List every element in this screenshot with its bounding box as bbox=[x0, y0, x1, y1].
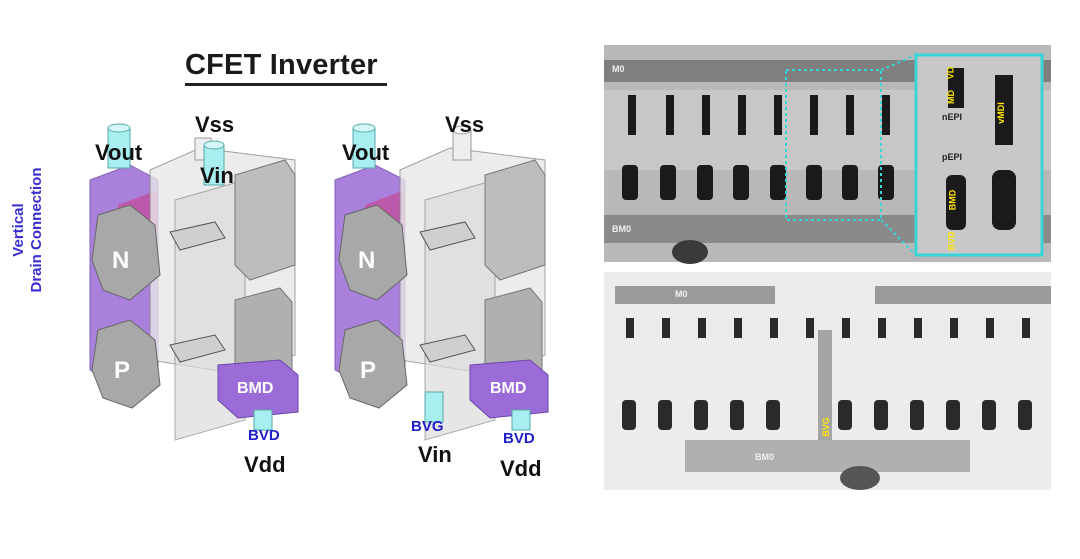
tem-top-vd-label: VD bbox=[945, 66, 956, 80]
left-n-device bbox=[91, 204, 161, 301]
right-back-block-top bbox=[484, 159, 546, 281]
right-p-device bbox=[338, 319, 408, 409]
left-bmd-block bbox=[217, 359, 299, 419]
left-nanosheet-top bbox=[169, 221, 226, 251]
right-bvg-label: BVG bbox=[411, 418, 444, 435]
right-bmd-block bbox=[469, 359, 549, 419]
tem-bottom-m0-left bbox=[615, 286, 775, 304]
tem-top-bm0-label: BM0 bbox=[612, 224, 632, 234]
tem-top-m0-label: M0 bbox=[612, 64, 625, 74]
tem-bottom-bm0-band bbox=[685, 440, 970, 472]
right-nanosheet-bottom bbox=[419, 334, 476, 363]
left-bvd-via bbox=[253, 409, 273, 431]
left-vss-label: Vss bbox=[195, 112, 235, 137]
tem-top-bmd-label: BMD bbox=[947, 189, 958, 211]
diagram-title: CFET Inverter bbox=[185, 49, 378, 81]
left-inverter bbox=[89, 123, 299, 441]
tem-top-nepi-label: nEPI bbox=[942, 112, 963, 122]
right-vout-label: Vout bbox=[342, 140, 390, 165]
left-p-label: P bbox=[114, 357, 131, 384]
tem-bottom-m0-label: M0 bbox=[675, 289, 688, 299]
right-vss-label: Vss bbox=[445, 112, 485, 137]
right-n-label: N bbox=[358, 247, 376, 274]
left-back-block-top bbox=[234, 159, 296, 281]
tem-top-image bbox=[604, 45, 1051, 264]
left-vin-label: Vin bbox=[200, 163, 234, 188]
tem-bottom-bm0-label: BM0 bbox=[755, 452, 775, 462]
tem-bottom-bvg-label: BVG bbox=[820, 417, 831, 437]
right-bmd-label: BMD bbox=[490, 380, 527, 397]
tem-top-vmdi-label: vMDI bbox=[995, 102, 1006, 124]
tem-bottom-image bbox=[604, 272, 1051, 490]
right-p-label: P bbox=[360, 357, 377, 384]
tem-selection-box bbox=[785, 69, 882, 221]
left-nanosheet-bottom bbox=[169, 334, 226, 363]
left-bmd-label: BMD bbox=[237, 380, 274, 397]
right-bvg-via bbox=[424, 391, 444, 423]
tem-top-pepi-label: pEPI bbox=[942, 152, 963, 162]
tem-top-bvd-label: BVD bbox=[946, 231, 957, 251]
left-vdd-label: Vdd bbox=[244, 452, 286, 477]
right-vin-label: Vin bbox=[418, 442, 452, 467]
left-vout-label: Vout bbox=[95, 140, 143, 165]
right-vdd-label: Vdd bbox=[500, 456, 542, 481]
tem-bottom-m0-right bbox=[875, 286, 1051, 304]
left-n-label: N bbox=[112, 247, 130, 274]
tem-bottom-contacts bbox=[622, 318, 1032, 430]
tem-top-md-label: MD bbox=[946, 90, 956, 104]
tem-zoom-inset bbox=[914, 53, 1044, 257]
left-p-device bbox=[91, 319, 161, 409]
right-nanosheet-top bbox=[419, 221, 476, 251]
right-inverter bbox=[334, 123, 549, 441]
left-bvd-label: BVD bbox=[248, 427, 280, 444]
right-bvd-label: BVD bbox=[503, 430, 535, 447]
title-underline bbox=[185, 83, 387, 86]
right-bvd-via bbox=[511, 409, 531, 431]
right-n-device bbox=[338, 204, 408, 301]
